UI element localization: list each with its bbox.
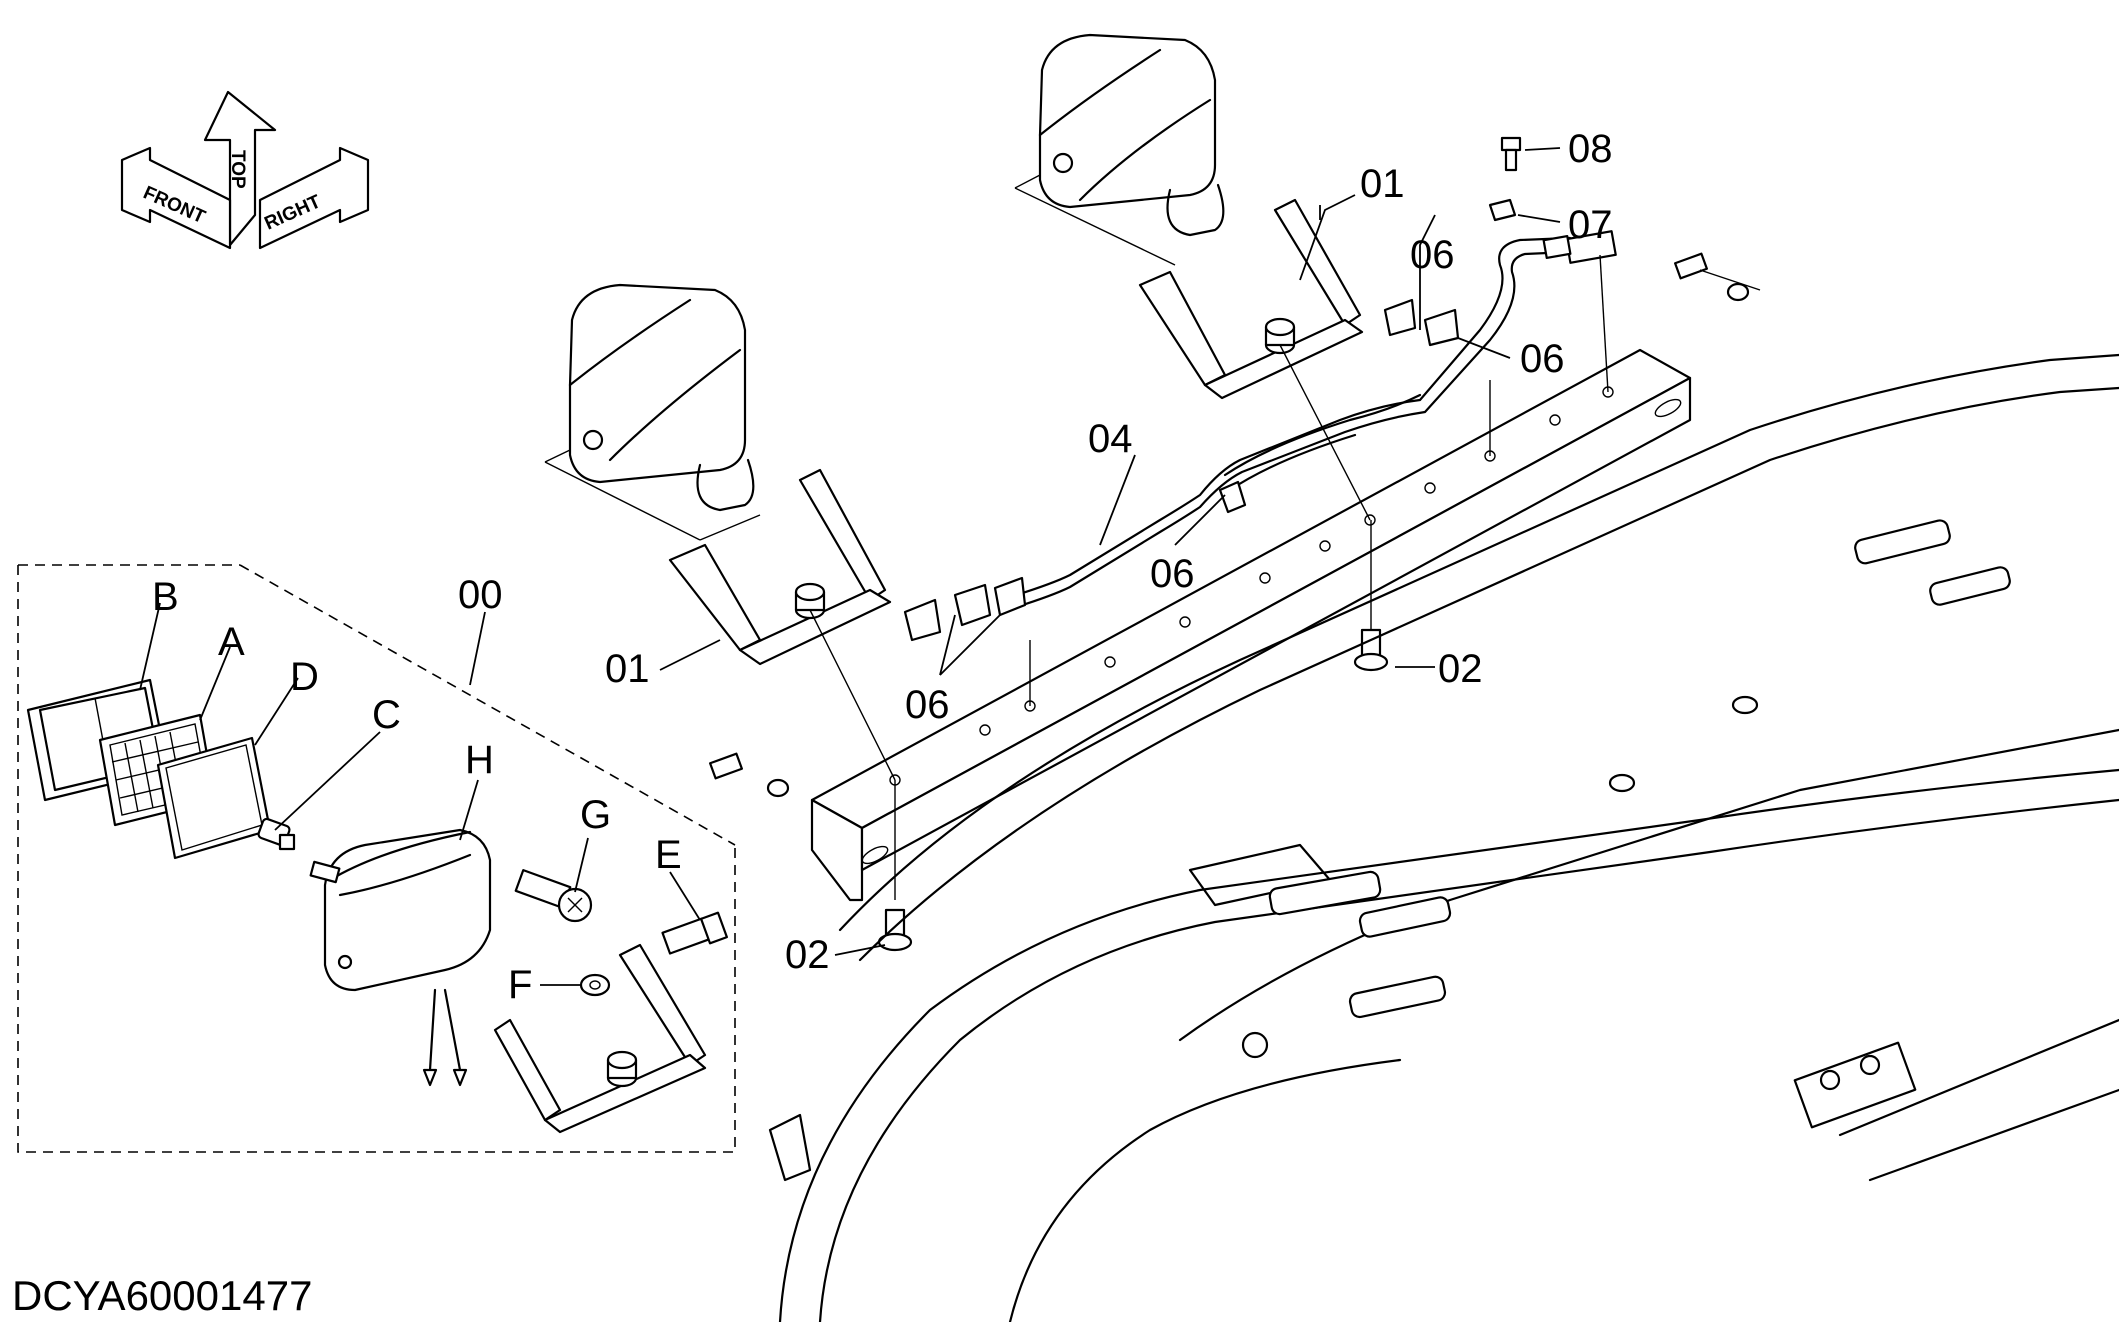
letter-c: C: [372, 693, 401, 737]
left-work-light: [544, 283, 761, 541]
callout-06-b: 06: [905, 683, 950, 727]
letter-d: D: [290, 655, 319, 699]
part-f-washer: [579, 973, 611, 997]
callout-02-right: 02: [1438, 647, 1483, 691]
letter-a: A: [218, 620, 245, 664]
letter-f: F: [508, 963, 532, 1007]
drawing-id: DCYA60001477: [12, 1272, 312, 1319]
leader-lines: [139, 147, 1561, 986]
callout-06-c: 06: [1410, 233, 1455, 277]
callout-07: 07: [1568, 203, 1613, 247]
bar-holes: [889, 386, 1614, 786]
letter-g: G: [580, 793, 611, 837]
letter-e: E: [655, 833, 682, 877]
callout-01-right: 01: [1360, 162, 1405, 206]
right-arrow-icon: [258, 146, 370, 250]
cab-structure: [768, 353, 2119, 1322]
top-arrow-label: TOP: [227, 150, 248, 189]
left-bracket: [668, 468, 892, 666]
part-g-screw: [514, 869, 593, 923]
letter-b: B: [152, 575, 179, 619]
callout-04: 04: [1088, 417, 1133, 461]
detail-bracket: [493, 943, 707, 1134]
callout-02-left: 02: [785, 933, 830, 977]
part-h-housing: [309, 828, 492, 1087]
projection-lines: [809, 254, 1761, 900]
callout-06-d: 06: [1520, 337, 1565, 381]
top-arrow-icon: [203, 90, 277, 247]
part-c-bulb: [257, 817, 296, 851]
clamps: [903, 298, 1460, 642]
callout-labels: 00 01 01 02 02 04 06 06 06 06 07 08: [458, 127, 1613, 977]
orientation-arrows: FRONT TOP RIGHT: [120, 90, 370, 250]
letter-h: H: [465, 738, 494, 782]
wire-harness: [998, 136, 1617, 614]
detail-box: [17, 564, 736, 1153]
callout-01-left: 01: [605, 647, 650, 691]
callout-00: 00: [458, 573, 503, 617]
part-e-bolt: [661, 911, 729, 955]
callout-06-a: 06: [1150, 552, 1195, 596]
detail-letter-labels: A B C D E F G H: [152, 575, 682, 1007]
right-work-light: [1014, 33, 1225, 266]
bolts: [709, 252, 1750, 952]
callout-08: 08: [1568, 127, 1613, 171]
right-bracket: [1138, 198, 1364, 400]
front-arrow-icon: [120, 146, 232, 250]
mounting-bar: [810, 348, 1692, 902]
